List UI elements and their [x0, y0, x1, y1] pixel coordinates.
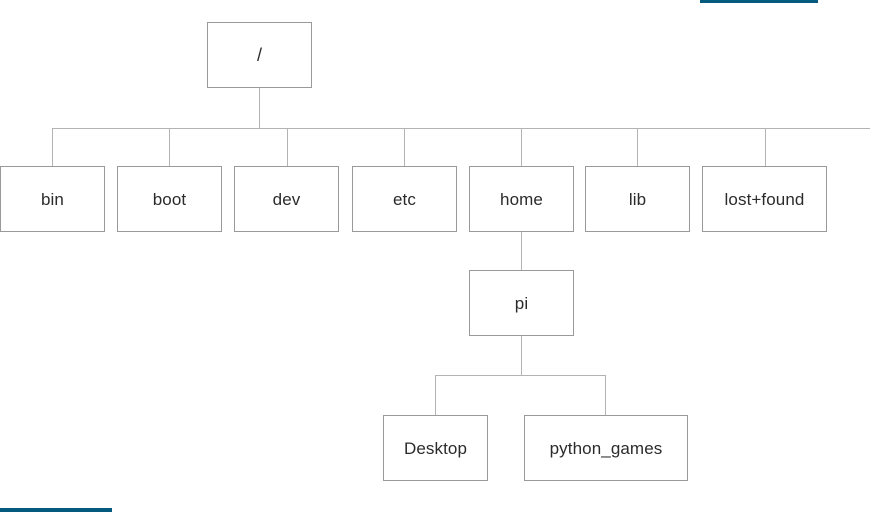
node-desktop[interactable]: Desktop [383, 415, 488, 481]
node-boot-label: boot [152, 189, 187, 209]
node-python-games[interactable]: python_games [524, 415, 688, 481]
node-etc-label: etc [393, 189, 416, 209]
edge-root-stem [259, 88, 260, 129]
node-root[interactable]: / [207, 22, 312, 88]
edge-drop-etc [404, 128, 405, 166]
node-boot[interactable]: boot [117, 166, 222, 232]
edge-drop-dev [287, 128, 288, 166]
edge-drop-python-games [605, 375, 606, 415]
node-home[interactable]: home [469, 166, 574, 232]
node-desktop-label: Desktop [403, 438, 468, 458]
node-dev[interactable]: dev [234, 166, 339, 232]
edge-drop-home [521, 128, 522, 166]
node-lib[interactable]: lib [585, 166, 690, 232]
node-pi[interactable]: pi [469, 270, 574, 336]
node-etc[interactable]: etc [352, 166, 457, 232]
edge-pi-bus [435, 375, 606, 376]
node-python-games-label: python_games [549, 438, 663, 458]
node-dev-label: dev [272, 189, 301, 209]
edge-drop-lib [637, 128, 638, 166]
bottom-left-accent-rule [0, 508, 112, 512]
node-bin-label: bin [41, 189, 64, 209]
node-home-label: home [500, 189, 543, 209]
edge-drop-lostfound [765, 128, 766, 166]
top-right-accent-rule [700, 0, 818, 3]
edge-level1-bus [52, 128, 870, 129]
edge-home-to-pi [521, 232, 522, 270]
edge-drop-desktop [435, 375, 436, 415]
node-pi-label: pi [514, 293, 529, 313]
edge-pi-stem [521, 336, 522, 375]
node-lost-found[interactable]: lost+found [702, 166, 827, 232]
node-lib-label: lib [628, 189, 647, 209]
node-root-label: / [256, 45, 263, 65]
node-bin[interactable]: bin [0, 166, 105, 232]
node-lost-found-label: lost+found [724, 189, 805, 209]
edge-drop-bin [52, 128, 53, 166]
edge-drop-boot [169, 128, 170, 166]
